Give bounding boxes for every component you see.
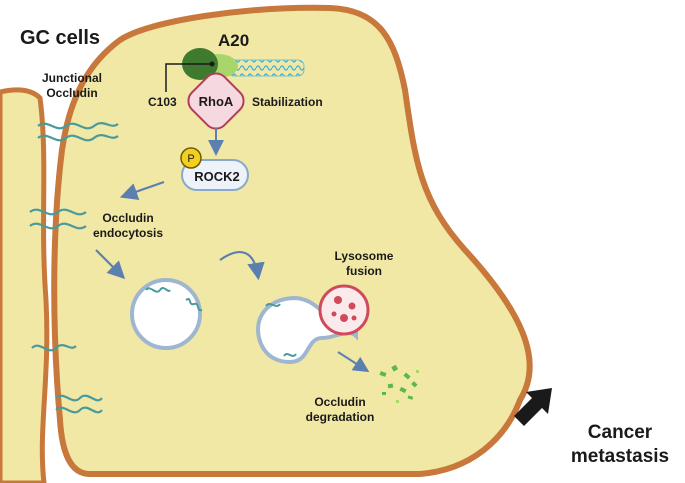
lysosome-fusion-label-1: Lysosome	[335, 249, 394, 263]
rock2-shape	[181, 159, 249, 191]
occludin-degradation-label-2: degradation	[306, 410, 375, 424]
cancer-metastasis-label-1: Cancer	[588, 422, 653, 443]
phospho-label: P	[187, 153, 194, 165]
c103-label: C103	[148, 95, 177, 109]
junctional-occludin-label-2: Occludin	[46, 86, 97, 100]
occludin-fragments	[379, 364, 419, 403]
metastasis-arrow	[514, 388, 552, 426]
lysosome	[318, 284, 370, 336]
lysosome-fusion-label-2: fusion	[346, 264, 382, 278]
stabilization-label: Stabilization	[252, 95, 323, 109]
endosome-to-fusion-arrow	[219, 251, 265, 281]
occludin-degradation-label-1: Occludin	[314, 395, 365, 409]
c103-bracket-line	[165, 63, 210, 92]
occludin-endocytosis-label-2: endocytosis	[93, 226, 163, 240]
junctional-occludin-4	[55, 394, 103, 414]
rock2-to-junction-arrow	[119, 180, 165, 200]
junctional-occludin-2	[29, 208, 87, 230]
a20-active-site	[209, 61, 215, 67]
a20-helix-domain	[227, 59, 305, 77]
gc-cells-title: GC cells	[20, 27, 100, 49]
endosome-vesicle	[130, 278, 203, 350]
neighbor-cell	[0, 87, 50, 483]
gc-cell-membrane	[51, 4, 533, 477]
junction-to-endosome-arrow	[95, 249, 126, 280]
rhoa-label: RhoA	[199, 94, 234, 109]
junctional-occludin-1	[37, 122, 119, 142]
rhoa-shape	[187, 72, 245, 130]
cancer-metastasis-label-2: metastasis	[571, 446, 669, 467]
a20-label: A20	[218, 31, 249, 50]
junctional-occludin-3	[31, 344, 77, 352]
junctional-occludin-label-1: Junctional	[42, 71, 102, 85]
rock2-label: ROCK2	[194, 169, 240, 184]
phospho-badge	[180, 147, 202, 169]
lysosome-to-degradation-arrow	[337, 351, 370, 373]
occludin-endocytosis-label-1: Occludin	[102, 211, 153, 225]
